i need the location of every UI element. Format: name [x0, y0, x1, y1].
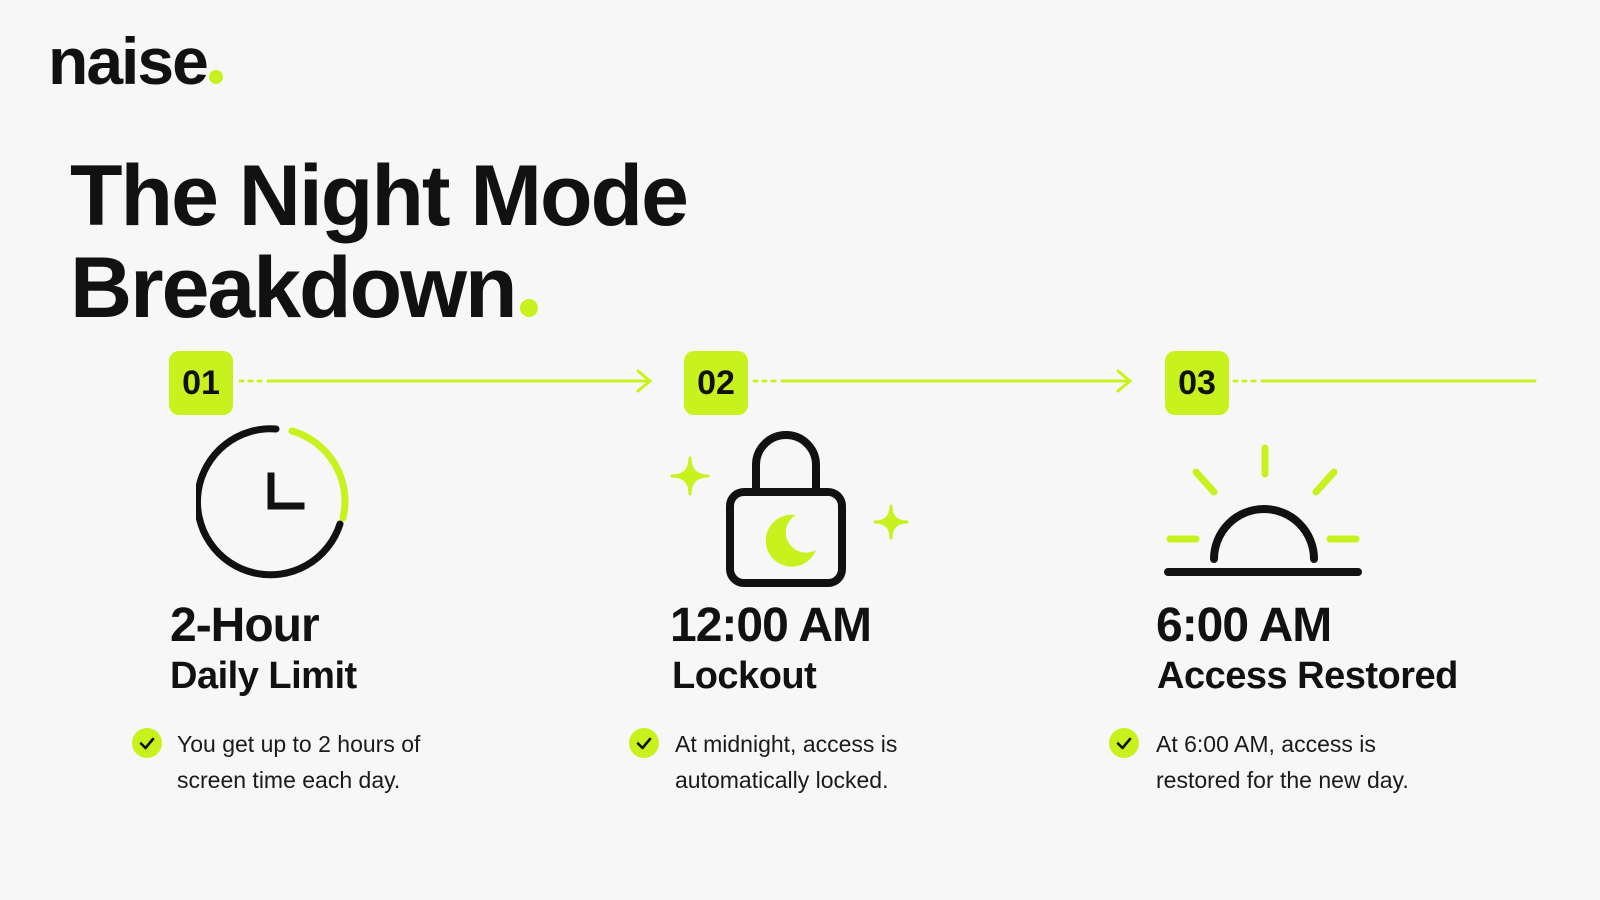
page-title-line-1: The Night Mode: [70, 148, 689, 244]
step-3-subtitle: Access Restored: [1157, 655, 1458, 697]
step-1-description: You get up to 2 hours of screen time eac…: [177, 731, 421, 793]
step-2-subtitle: Lockout: [672, 655, 817, 697]
connector-1-2: [238, 369, 653, 393]
step-3-title: 6:00 AM: [1156, 599, 1332, 652]
page-title: The Night Mode Breakdown: [70, 148, 689, 334]
page-title-line-2-wrap: Breakdown: [70, 242, 687, 334]
step-1-number-badge: 01: [169, 351, 233, 415]
step-1-subtitle: Daily Limit: [170, 655, 357, 697]
step-3-number-badge: 03: [1165, 351, 1229, 415]
logo-accent-dot: [208, 70, 223, 84]
step-2-number-badge: 02: [684, 351, 748, 415]
check-icon: [1109, 728, 1139, 758]
step-2-description: At midnight, access is automatically loc…: [675, 731, 898, 793]
check-icon: [629, 728, 659, 758]
step-1-title: 2-Hour: [170, 599, 320, 652]
title-accent-dot: [519, 299, 538, 317]
page-title-line-2: Breakdown: [70, 240, 518, 336]
sunrise-icon: [1162, 436, 1367, 586]
brand-logo: naise: [48, 28, 223, 94]
connector-2-3: [752, 369, 1133, 393]
step-3-description: At 6:00 AM, access is restored for the n…: [1156, 731, 1409, 793]
clock-icon: [193, 424, 356, 589]
brand-name: naise: [48, 24, 209, 98]
check-icon: [132, 728, 162, 758]
lock-moon-icon: [666, 420, 916, 595]
step-2-title: 12:00 AM: [670, 599, 872, 652]
